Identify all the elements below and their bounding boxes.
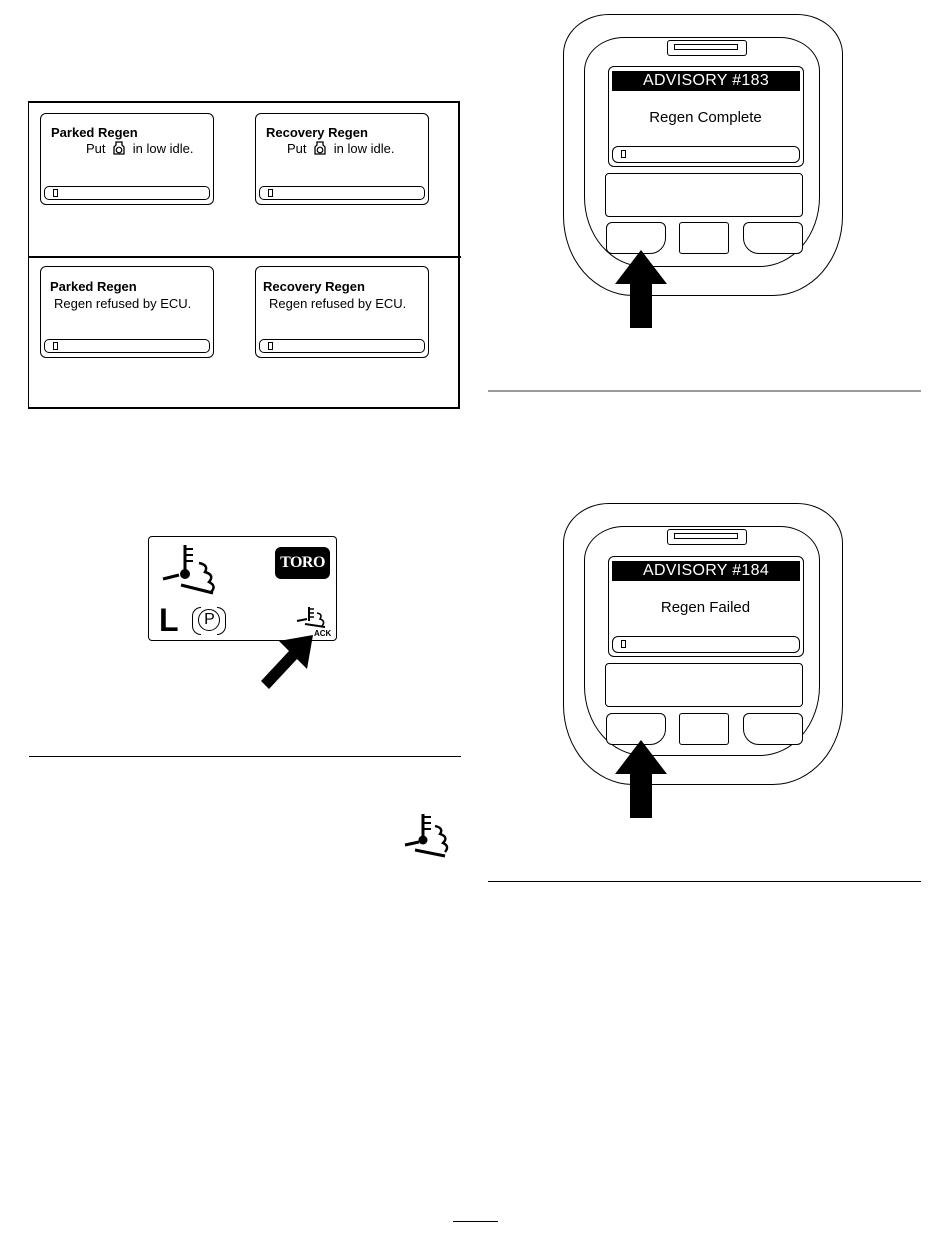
- door-icon: [53, 342, 58, 350]
- section-divider: [488, 881, 921, 882]
- screen-status-bar: [612, 146, 800, 163]
- throttle-icon: [112, 141, 126, 156]
- advisory-message: Regen Failed: [609, 599, 802, 616]
- advisory-message: Regen Complete: [609, 109, 802, 126]
- soft-button-right[interactable]: [743, 713, 803, 745]
- soft-button-right[interactable]: [743, 222, 803, 254]
- range-indicator: L: [159, 604, 179, 636]
- message-title: Parked Regen: [51, 125, 138, 140]
- message-title: Recovery Regen: [263, 279, 365, 294]
- device-lower-panel: [605, 663, 803, 707]
- park-brake-icon: P: [192, 607, 226, 637]
- screen-status-bar: [612, 636, 800, 653]
- door-icon: [268, 342, 273, 350]
- toro-logo: TORO: [275, 547, 330, 579]
- message-text: Put in low idle.: [287, 141, 394, 156]
- advisory-header: ADVISORY #183: [612, 71, 800, 91]
- door-icon: [53, 189, 58, 197]
- door-icon: [268, 189, 273, 197]
- door-icon: [621, 640, 626, 648]
- device-screen: ADVISORY #183 Regen Complete: [608, 66, 804, 167]
- message-title: Recovery Regen: [266, 125, 368, 140]
- message-box-recovery-regen-idle: Recovery Regen Put in low idle.: [255, 113, 429, 205]
- message-box-parked-regen-refused: Parked Regen Regen refused by ECU.: [40, 266, 214, 358]
- arrow-icon: [613, 740, 669, 820]
- soft-button-center[interactable]: [679, 222, 729, 254]
- throttle-icon: [313, 141, 327, 156]
- message-text: Regen refused by ECU.: [54, 296, 191, 311]
- message-text: Regen refused by ECU.: [269, 296, 406, 311]
- message-box-parked-regen-idle: Parked Regen Put in low idle.: [40, 113, 214, 205]
- device-lower-panel: [605, 173, 803, 217]
- section-divider: [488, 390, 921, 392]
- door-icon: [621, 150, 626, 158]
- regen-temperature-icon: [403, 812, 459, 860]
- message-title: Parked Regen: [50, 279, 137, 294]
- message-box-recovery-regen-refused: Recovery Regen Regen refused by ECU.: [255, 266, 429, 358]
- message-status-bar: [259, 339, 425, 353]
- info-center-display: TORO L P ACK: [148, 536, 337, 641]
- message-status-bar: [44, 339, 210, 353]
- page-footer-rule: [453, 1221, 498, 1222]
- device-top-slot: [667, 40, 747, 56]
- message-status-bar: [259, 186, 425, 200]
- soft-button-center[interactable]: [679, 713, 729, 745]
- arrow-icon: [257, 629, 327, 699]
- arrow-icon: [613, 250, 669, 330]
- section-divider: [29, 756, 461, 757]
- table-divider: [28, 256, 461, 258]
- advisory-header: ADVISORY #184: [612, 561, 800, 581]
- message-status-bar: [44, 186, 210, 200]
- device-screen: ADVISORY #184 Regen Failed: [608, 556, 804, 657]
- message-text: Put in low idle.: [86, 141, 193, 156]
- regen-temperature-icon: [159, 543, 231, 599]
- device-top-slot: [667, 529, 747, 545]
